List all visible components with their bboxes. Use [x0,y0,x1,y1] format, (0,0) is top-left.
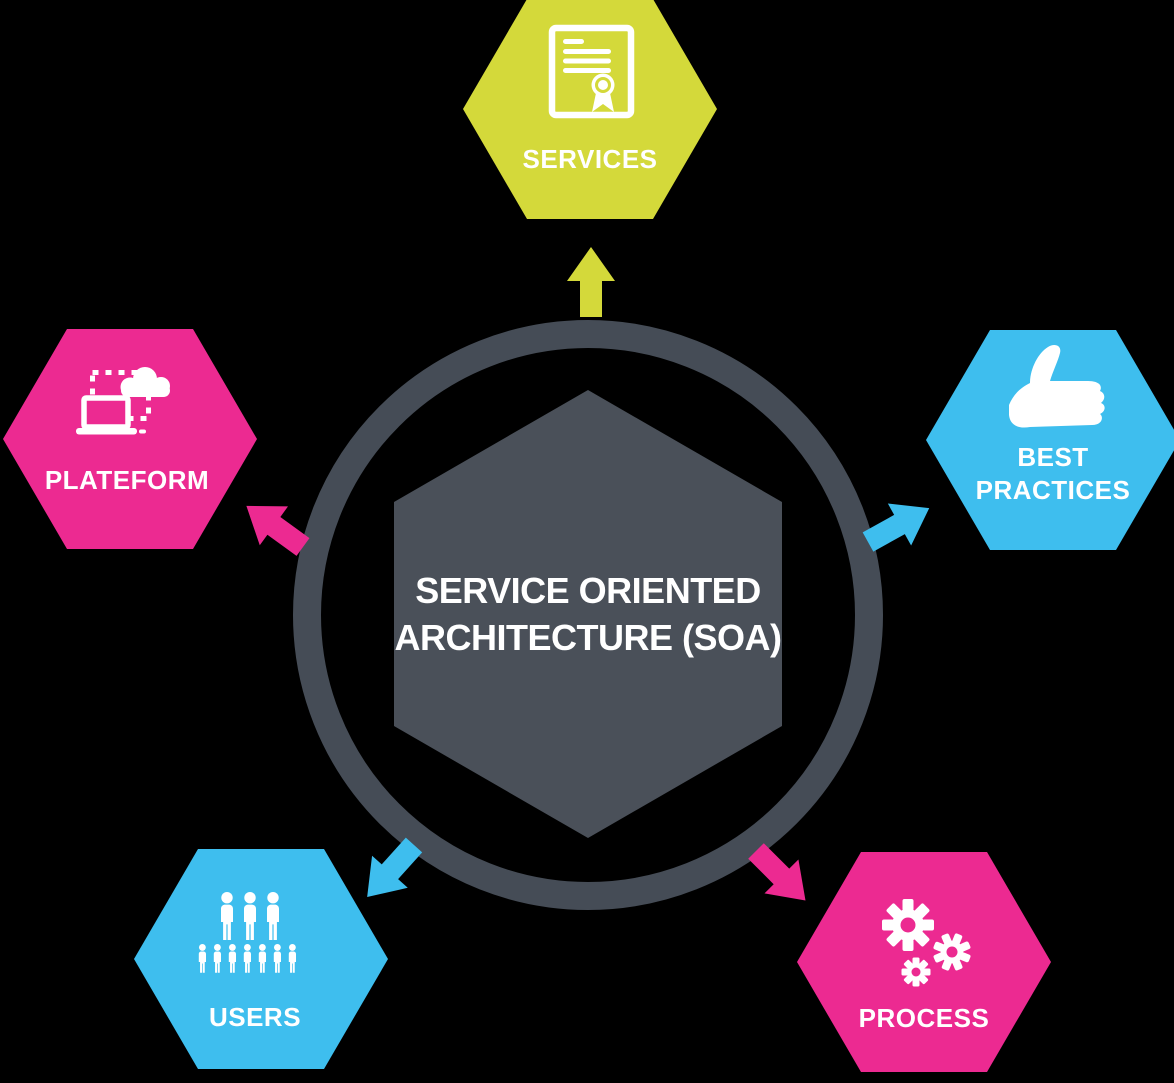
process-label: PROCESS [859,1003,990,1033]
laptop-cloud-icon [76,367,170,435]
arrows [246,247,930,901]
arrow-to-plateform [246,505,310,556]
laptop-shape [76,395,146,435]
node-users: USERS [134,849,388,1069]
best-practices-label-line2: PRACTICES [976,475,1131,505]
thumbs-up-icon [1009,345,1105,428]
gears-icon [882,899,971,987]
arrow-to-services [567,247,615,317]
arrow-to-process [748,843,806,901]
node-plateform: PLATEFORM [3,329,257,549]
center-title-line1: SERVICE ORIENTED [415,570,760,611]
best-practices-hexagon [926,330,1174,550]
plateform-hexagon [3,329,257,549]
best-practices-label-line1: BEST [1017,442,1088,472]
center-title-line2: ARCHITECTURE (SOA) [395,617,782,658]
certificate-icon [548,24,635,119]
node-process: PROCESS [797,852,1051,1072]
cloud-shape [120,367,170,397]
plateform-label: PLATEFORM [45,465,209,495]
node-best-practices: BEST PRACTICES [926,330,1174,550]
arrow-to-users [367,837,423,898]
node-services: SERVICES [463,0,717,219]
services-label: SERVICES [522,144,657,174]
center-hexagon [394,390,782,838]
arrow-to-best-practices [862,503,930,552]
services-hexagon [463,0,717,219]
users-label: USERS [209,1002,301,1032]
center-ring [293,320,883,910]
